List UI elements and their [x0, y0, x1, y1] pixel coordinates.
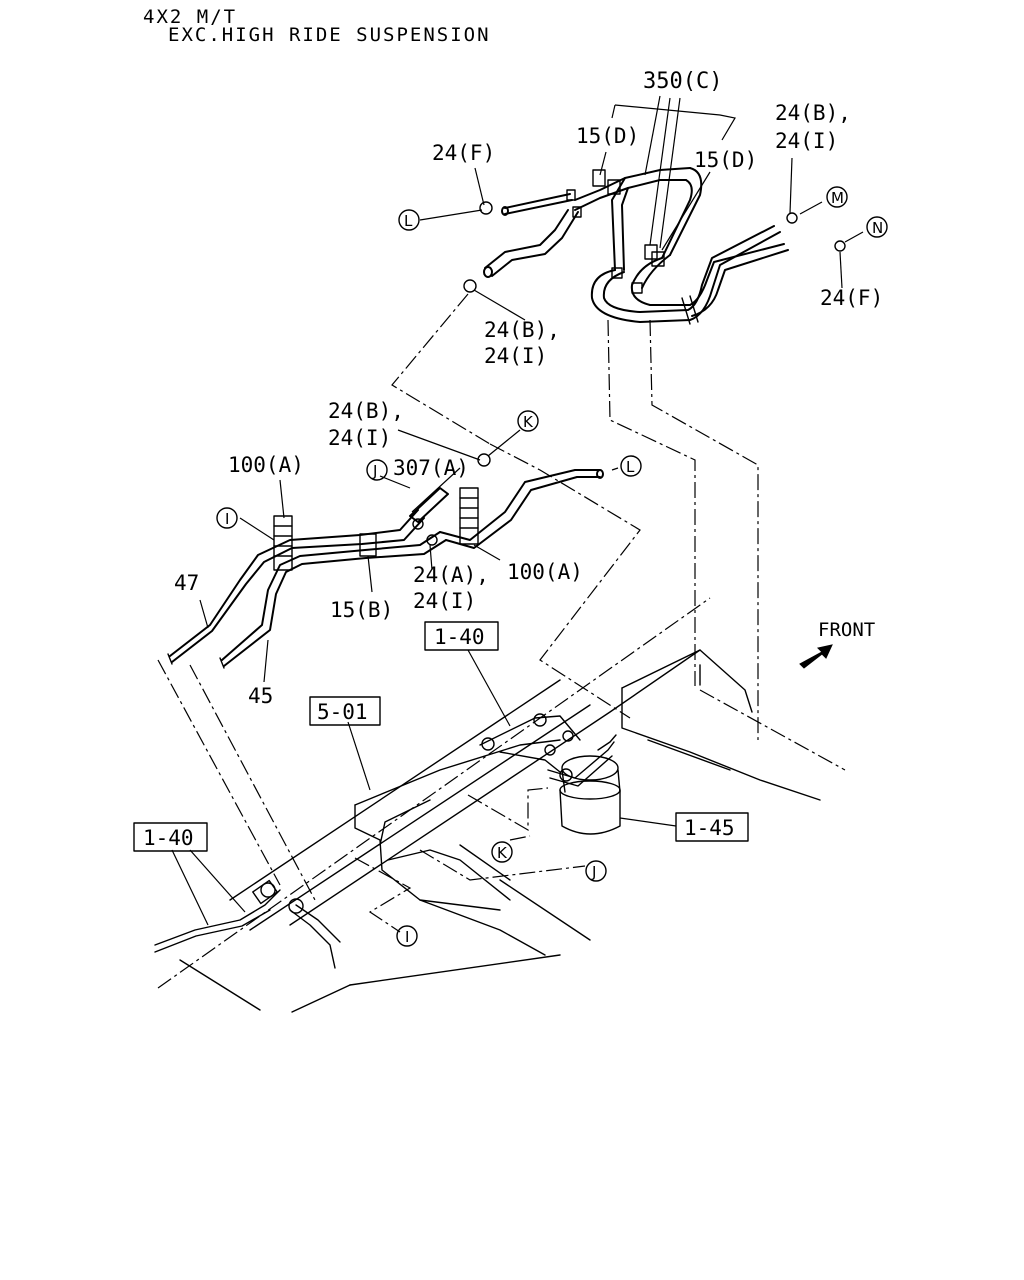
front-label: FRONT — [818, 619, 875, 641]
label-24i-upper-mid: 24(I) — [484, 344, 547, 368]
label-100a-right: 100(A) — [507, 560, 583, 584]
label-100a-left: 100(A) — [228, 453, 304, 477]
label-47: 47 — [174, 571, 199, 595]
label-307a: 307(A) — [393, 456, 469, 480]
circle-i-lower: I — [405, 928, 409, 946]
ref-5-01: 5-01 — [317, 700, 368, 724]
label-350c: 350(C) — [643, 69, 722, 94]
circle-i-mid: I — [225, 510, 229, 528]
label-24b-upper-mid: 24(B), — [484, 318, 560, 342]
label-15b: 15(B) — [330, 598, 393, 622]
front-arrow: FRONT — [799, 619, 875, 669]
upper-leaders — [419, 95, 864, 321]
label-24a: 24(A), — [413, 563, 489, 587]
label-24i-upper-right: 24(I) — [775, 129, 838, 153]
reference-lines — [157, 293, 759, 933]
connector-circles: L M N K L J I K J I — [216, 186, 888, 947]
label-15d-right: 15(D) — [694, 148, 757, 172]
label-24b-mid: 24(B), — [328, 399, 404, 423]
header-line-1: 4X2 M/T — [143, 6, 238, 28]
circle-j-mid: J — [372, 462, 377, 480]
fuel-filter — [544, 730, 621, 835]
label-24f-upper: 24(F) — [432, 141, 495, 165]
circle-n: N — [872, 219, 883, 237]
chassis-frame — [157, 597, 846, 1013]
label-45: 45 — [248, 684, 273, 708]
circle-j-lower: J — [591, 863, 596, 881]
circle-l-mid: L — [626, 458, 635, 476]
middle-leaders — [199, 429, 619, 683]
tank-connectors — [154, 879, 341, 969]
header-line-2: EXC.HIGH RIDE SUSPENSION — [168, 24, 491, 46]
circle-l-upper: L — [404, 212, 413, 230]
label-24i-lower: 24(I) — [413, 589, 476, 613]
ref-1-40-upper: 1-40 — [434, 625, 485, 649]
circle-m: M — [831, 189, 844, 207]
ref-1-45: 1-45 — [684, 816, 735, 840]
label-15d-left: 15(D) — [576, 124, 639, 148]
circle-k-lower: K — [497, 844, 508, 862]
label-24f-right: 24(F) — [820, 286, 883, 310]
label-24b-upper-right: 24(B), — [775, 101, 851, 125]
ref-1-40-lower: 1-40 — [143, 826, 194, 850]
middle-pipe-assembly — [167, 453, 604, 669]
boxed-references: 1-40 5-01 1-45 1-40 — [133, 621, 749, 852]
label-24i-mid: 24(I) — [328, 426, 391, 450]
lower-leaders — [171, 649, 677, 926]
part-labels: 350(C) 15(D) 15(D) 24(F) 24(B), 24(I) 24… — [174, 69, 883, 708]
upper-pipe-assembly — [463, 167, 846, 325]
circle-k-mid: K — [523, 413, 534, 431]
